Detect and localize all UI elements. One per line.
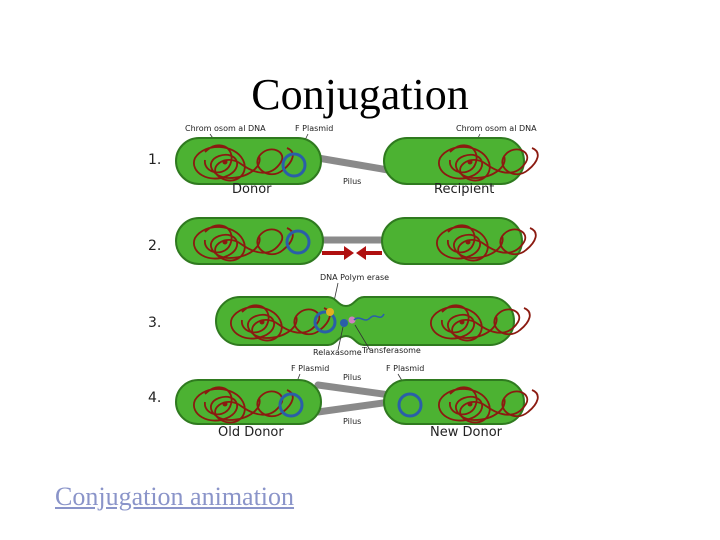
row-1: Donor Pilus Recipient — [175, 137, 539, 197]
row-4: F Plasmid F Plasmid Pilus Pilus Old Dono… — [175, 364, 539, 440]
conjugation-animation-link[interactable]: Conjugation animation — [55, 482, 295, 511]
conjugating-cells — [215, 296, 515, 346]
label-pilus-1: Pilus — [343, 177, 361, 186]
page-title: Conjugation — [251, 70, 469, 119]
f-plasmid-circle-new — [397, 392, 423, 418]
transferasome-dot — [348, 316, 356, 324]
row-2 — [175, 217, 537, 265]
arrow-right — [322, 246, 354, 260]
label-pilus-4-top: Pilus — [343, 373, 361, 382]
f-plasmid-circle-old — [278, 392, 304, 418]
label-recipient: Recipient — [434, 182, 494, 197]
step-number-4: 4. — [148, 390, 161, 406]
donor-cell — [175, 137, 322, 185]
step-number-2: 2. — [148, 238, 161, 254]
label-chromosomal-dna-left: Chrom osom al DNA — [185, 124, 266, 133]
label-new-donor: New Donor — [430, 425, 503, 440]
pilus-4-top — [314, 381, 394, 399]
label-f-plasmid-top: F Plasmid — [295, 124, 333, 133]
label-f-plasmid-4-right: F Plasmid — [386, 364, 424, 373]
label-donor: Donor — [232, 182, 272, 197]
step-number-1: 1. — [148, 152, 161, 168]
label-f-plasmid-4-left: F Plasmid — [291, 364, 329, 373]
donor-cell-2 — [175, 217, 324, 265]
label-chromosomal-dna-right: Chrom osom al DNA — [456, 124, 537, 133]
label-old-donor: Old Donor — [218, 425, 284, 440]
f-plasmid-circle-3 — [313, 310, 337, 334]
label-transferasome: Transferasome — [361, 346, 421, 355]
step-number-3: 3. — [148, 315, 161, 331]
label-relaxasome: Relaxasome — [313, 348, 362, 357]
relaxasome-dot — [340, 319, 348, 327]
pilus-4-bottom — [314, 398, 394, 416]
row-3: DNA Polym erase Relaxasome Transferasome — [215, 273, 531, 357]
label-dna-polymerase: DNA Polym erase — [320, 273, 389, 282]
f-plasmid-circle — [281, 152, 307, 178]
dna-polymerase-dot — [326, 308, 334, 316]
f-plasmid-circle-2 — [285, 229, 311, 255]
pilus-1 — [314, 154, 392, 174]
old-donor-cell — [175, 379, 322, 425]
label-pilus-4-bottom: Pilus — [343, 417, 361, 426]
arrow-left — [356, 246, 382, 260]
